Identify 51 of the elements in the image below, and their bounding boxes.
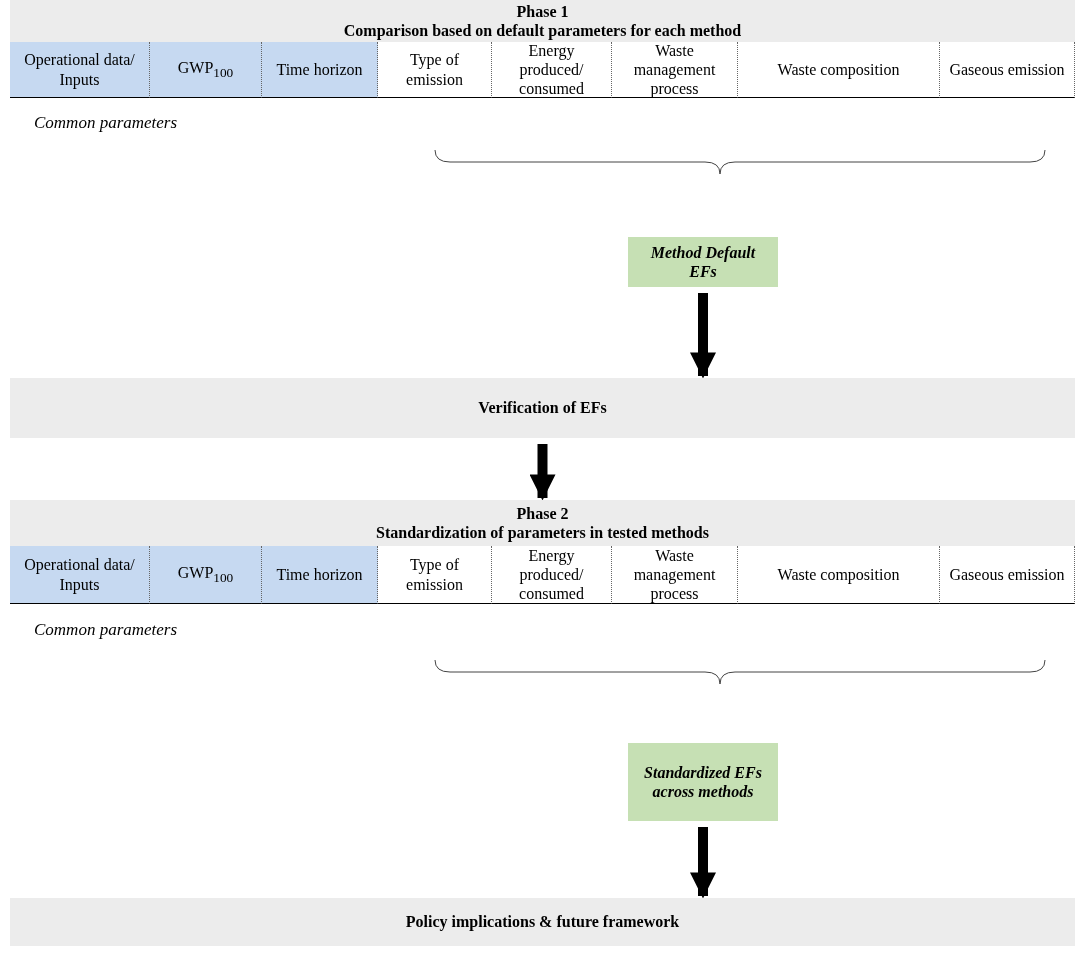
table-cell xyxy=(940,546,1075,604)
arrow xyxy=(529,444,556,501)
cell-text: Energy produced/ consumed xyxy=(518,40,585,99)
table-cell xyxy=(492,42,612,98)
heading-text: Phase 2 xyxy=(516,503,569,523)
table-cell xyxy=(262,546,378,604)
heading-text: Verification of EFs xyxy=(478,398,607,418)
note-text: Common parameters xyxy=(34,113,178,133)
cell-text: GWP$_{100}$ xyxy=(177,57,234,82)
cell-text: Waste management process xyxy=(632,545,717,604)
result-box xyxy=(628,237,778,287)
heading-text: Standardization of parameters in tested methods xyxy=(376,523,709,543)
cell-text: Energy produced/ consumed xyxy=(518,545,585,604)
phase-band xyxy=(10,500,1075,546)
phase-band xyxy=(10,0,1075,42)
cell-text: Gaseous emission xyxy=(949,59,1065,80)
table-cell xyxy=(150,546,262,604)
table-cell xyxy=(738,42,940,98)
arrow xyxy=(690,827,716,899)
heading-text: Policy implications & future framework xyxy=(405,912,680,932)
table-cell xyxy=(612,546,738,604)
step-band xyxy=(10,378,1075,438)
arrow xyxy=(690,293,716,379)
table-cell xyxy=(10,546,150,604)
cell-text: Operational data/ Inputs xyxy=(23,50,136,89)
table-cell xyxy=(262,42,378,98)
table-cell xyxy=(738,546,940,604)
note-text: Common parameters xyxy=(34,620,178,640)
table-cell xyxy=(612,42,738,98)
table-cell xyxy=(492,546,612,604)
table-cell xyxy=(150,42,262,98)
result-box xyxy=(628,743,778,821)
cell-text: Standardized EFs across methods xyxy=(643,762,763,802)
cell-text: Operational data/ Inputs xyxy=(23,555,136,594)
cell-text: Waste composition xyxy=(777,564,900,585)
cell-text: Type of emission xyxy=(405,555,464,594)
cell-text: Time horizon xyxy=(276,564,363,585)
cell-text: Waste composition xyxy=(777,59,900,80)
cell-text: Gaseous emission xyxy=(949,564,1065,585)
table-cell xyxy=(10,42,150,98)
cell-text: GWP$_{100}$ xyxy=(177,562,234,587)
heading-text: Phase 1 xyxy=(516,1,569,21)
table-cell xyxy=(378,546,492,604)
step-band xyxy=(10,898,1075,946)
cell-text: Time horizon xyxy=(276,59,363,80)
cell-text: Waste management process xyxy=(632,40,717,99)
cell-text: Type of emission xyxy=(405,50,464,89)
table-cell xyxy=(378,42,492,98)
heading-text: Comparison based on default parameters for each method xyxy=(343,21,742,41)
table-cell xyxy=(940,42,1075,98)
cell-text: Method Default EFs xyxy=(649,242,757,282)
